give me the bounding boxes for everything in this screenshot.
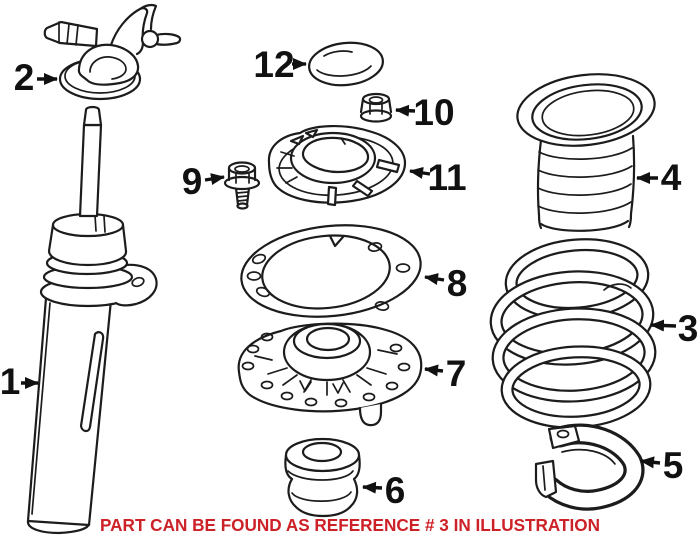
reference-notice-text: PART CAN BE FOUND AS REFERENCE # 3 IN IL… bbox=[100, 515, 600, 535]
callout-6-label: 6 bbox=[385, 470, 406, 511]
callout-11-arrow bbox=[409, 166, 431, 179]
callout-8-arrow bbox=[424, 273, 445, 285]
callout-10-arrow bbox=[395, 104, 416, 117]
callout-2-label: 2 bbox=[14, 57, 35, 98]
callout-9-arrow bbox=[204, 173, 225, 185]
callout-8: 8 bbox=[424, 263, 468, 304]
callout-5-arrow bbox=[640, 456, 661, 469]
callout-7: 7 bbox=[424, 353, 467, 394]
callout-12-label: 12 bbox=[253, 44, 294, 85]
callout-1: 1 bbox=[0, 361, 39, 402]
spring-pad-drawing bbox=[534, 423, 645, 511]
gasket-drawing bbox=[240, 224, 422, 318]
callout-3-label: 3 bbox=[678, 308, 699, 349]
cap-drawing bbox=[308, 41, 384, 87]
callout-3: 3 bbox=[650, 308, 699, 349]
callout-10: 10 bbox=[395, 92, 455, 133]
callout-9: 9 bbox=[182, 161, 225, 202]
callout-7-label: 7 bbox=[446, 353, 467, 394]
callout-6: 6 bbox=[362, 470, 406, 511]
callout-8-label: 8 bbox=[447, 263, 468, 304]
callout-2: 2 bbox=[14, 57, 58, 98]
flange-nut-drawing bbox=[359, 92, 393, 123]
callout-4: 4 bbox=[636, 157, 682, 198]
bump-stop-drawing bbox=[284, 437, 361, 518]
dust-boot-drawing bbox=[516, 73, 656, 232]
spring-seat-drawing bbox=[237, 322, 423, 427]
callout-5-label: 5 bbox=[663, 445, 684, 486]
callout-3-arrow bbox=[650, 319, 677, 332]
callout-9-label: 9 bbox=[182, 161, 203, 202]
callout-12: 12 bbox=[253, 44, 307, 85]
upper-mount-drawing bbox=[267, 124, 407, 207]
callout-4-label: 4 bbox=[661, 157, 682, 198]
callout-11-label: 11 bbox=[427, 157, 466, 198]
bolt-drawing bbox=[223, 161, 261, 210]
callout-5: 5 bbox=[640, 445, 684, 486]
callout-11: 11 bbox=[409, 157, 467, 198]
callout-7-arrow bbox=[424, 364, 444, 377]
coil-spring-drawing bbox=[489, 238, 657, 429]
strut-drawing bbox=[26, 105, 158, 535]
callout-6-arrow bbox=[362, 481, 383, 494]
callout-1-label: 1 bbox=[0, 361, 20, 402]
mount-bracket-drawing bbox=[43, 3, 182, 101]
callout-10-label: 10 bbox=[413, 92, 454, 133]
